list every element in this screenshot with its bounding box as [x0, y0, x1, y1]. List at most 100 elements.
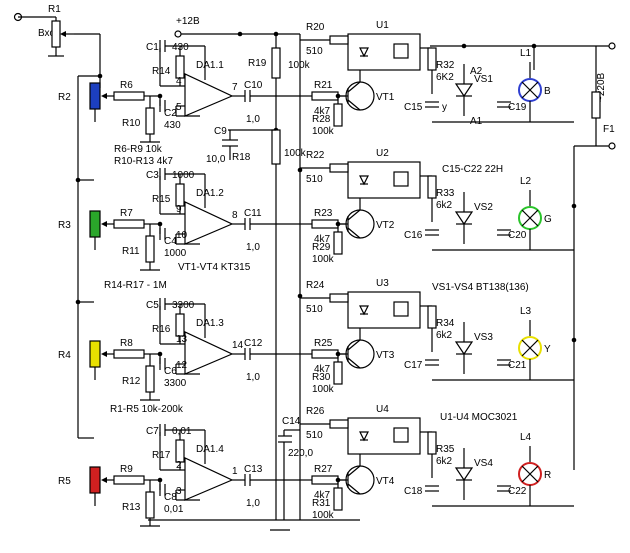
triac-vs2 — [454, 211, 474, 226]
cin-label: C6 — [164, 366, 177, 377]
opamp-pin-output: 14 — [232, 340, 244, 351]
vcc-rail: +12В R19 100k R18 100k C9 10,0 C14 — [148, 16, 360, 531]
input-label: Вход — [38, 28, 61, 39]
lamp-capacitor-label: C22 — [508, 486, 527, 497]
optocoupler-u1 — [347, 33, 421, 71]
cfb-label: C5 — [146, 300, 159, 311]
cfb-value: 0,01 — [172, 426, 192, 437]
c9-value: 10,0 — [206, 154, 226, 165]
r18-resistor — [271, 129, 281, 165]
led-resistor — [329, 419, 349, 429]
input-resistor-label: R9 — [120, 464, 133, 475]
mains-terminal-top — [608, 42, 616, 50]
led-resistor-label: R24 — [306, 280, 325, 291]
cfb-label: C3 — [146, 170, 159, 181]
cfb-label: C7 — [146, 426, 159, 437]
fuse — [591, 91, 601, 119]
snubber-capacitor — [425, 230, 439, 235]
snubber-capacitor-label: C15 — [404, 102, 423, 113]
optocoupler-label: U1 — [376, 20, 389, 31]
base-resistor-value: 4k7 — [314, 364, 331, 375]
emitter-resistor — [333, 103, 343, 127]
output-capacitor — [245, 90, 250, 102]
base-resistor — [311, 219, 339, 229]
snubber-capacitor — [425, 486, 439, 491]
feedback-resistor — [175, 183, 185, 207]
opamp-pin-noninverting: 3 — [176, 486, 182, 497]
output-capacitor — [245, 474, 250, 486]
gate-resistor-value: 6k2 — [436, 330, 453, 341]
ground-resistor-label: R10 — [122, 118, 141, 129]
led-resistor — [329, 35, 349, 45]
opamp-da1-2 — [184, 201, 234, 245]
lamp-label: L2 — [520, 176, 532, 187]
emitter-resistor — [333, 487, 343, 511]
opamp-pin-noninverting: 5 — [176, 102, 182, 113]
r19-resistor — [271, 47, 281, 79]
snubber-capacitor-label: C16 — [404, 230, 423, 241]
gate-resistor-value: 6k2 — [436, 200, 453, 211]
lamp-label: L1 — [520, 48, 532, 59]
rfb-label: R17 — [152, 450, 171, 461]
cout-label: C10 — [244, 80, 263, 91]
cin-capacitor — [160, 228, 165, 240]
snubber-capacitor — [425, 360, 439, 365]
pot-label: R5 — [58, 476, 71, 487]
triac-vs4 — [454, 467, 474, 482]
feedback-capacitor — [160, 298, 165, 310]
cin-capacitor — [160, 484, 165, 496]
pot-label: R2 — [58, 92, 71, 103]
note-vt: VT1-VT4 KT315 — [178, 262, 251, 273]
input-resistor-label: R6 — [120, 80, 133, 91]
triac-label: VS3 — [474, 332, 493, 343]
note-vs: VS1-VS4 BT138(136) — [432, 282, 529, 293]
mains-label: ~220В — [596, 72, 607, 102]
r1-resistor — [51, 20, 61, 48]
led-resistor-label: R26 — [306, 406, 325, 417]
lamp-letter: Y — [544, 344, 551, 355]
opamp-da1-4 — [184, 457, 234, 501]
gate-resistor-label: R35 — [436, 444, 455, 455]
base-resistor — [311, 349, 339, 359]
r18-label: R18 — [232, 152, 251, 163]
led-resistor-value: 510 — [306, 46, 323, 57]
transistor-vt3 — [345, 339, 375, 369]
triac-vs3 — [454, 341, 474, 356]
emitter-resistor-label: R29 — [312, 242, 331, 253]
opamp-pin-noninverting: 12 — [176, 360, 188, 371]
snubber-capacitor — [425, 102, 439, 107]
optocoupler-u3 — [347, 291, 421, 329]
input-resistor-label: R7 — [120, 208, 133, 219]
led-resistor-label: R20 — [306, 22, 325, 33]
cfb-value: 3300 — [172, 300, 195, 311]
opamp-da1-3 — [184, 331, 234, 375]
ground-resistor — [145, 107, 155, 135]
pot-label: R3 — [58, 220, 71, 231]
gate-resistor-label: R34 — [436, 318, 455, 329]
optocoupler-label: U4 — [376, 404, 389, 415]
transistor-label: VT2 — [376, 220, 395, 231]
emitter-resistor-label: R31 — [312, 498, 331, 509]
cin-value: 3300 — [164, 378, 187, 389]
gate-resistor-label: R33 — [436, 188, 455, 199]
c14-value: 220,0 — [288, 448, 313, 459]
lamp-label: L3 — [520, 306, 532, 317]
optocoupler-u4 — [347, 417, 421, 455]
rfb-label: R15 — [152, 194, 171, 205]
feedback-resistor — [175, 55, 185, 79]
gate-resistor — [427, 47, 437, 71]
photo-triac-icon — [393, 427, 409, 443]
transistor-vt2 — [345, 209, 375, 239]
note-r6: R6-R9 10k — [114, 144, 163, 155]
transistor-label: VT4 — [376, 476, 395, 487]
opamp-pin-output: 1 — [232, 466, 238, 477]
base-resistor-label: R21 — [314, 80, 333, 91]
cin-value: 0,01 — [164, 504, 184, 515]
feedback-capacitor — [160, 424, 165, 436]
feedback-capacitor — [160, 168, 165, 180]
cout-value: 1,0 — [246, 372, 260, 383]
cin-value: 430 — [164, 120, 181, 131]
